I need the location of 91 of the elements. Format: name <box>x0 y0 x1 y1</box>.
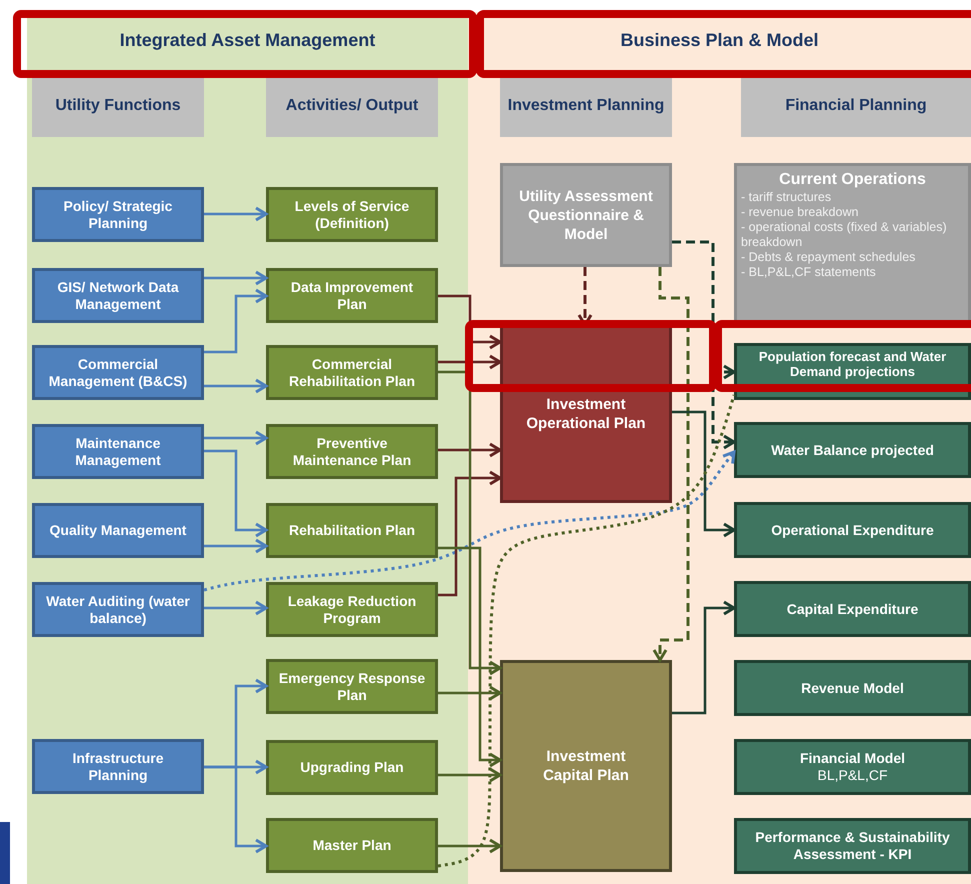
node-label: Rehabilitation Plan <box>288 522 416 539</box>
node-label: Upgrading Plan <box>299 759 405 776</box>
output-box <box>734 660 971 716</box>
assessment-box <box>500 163 672 267</box>
node-label: Infrastructure Planning <box>71 750 165 784</box>
dashed-arrow <box>652 267 690 662</box>
arrow <box>438 686 502 700</box>
node-label: Activities/ Output <box>284 96 420 116</box>
activity-box <box>266 187 438 242</box>
node-heading: Current Operations <box>778 170 927 190</box>
activity-box <box>266 424 438 479</box>
activity-box <box>266 345 438 400</box>
node-label: Policy/ Strategic Planning <box>62 198 174 232</box>
function-box <box>32 345 204 400</box>
function-box <box>32 187 204 242</box>
arrow <box>438 768 502 782</box>
activity-box <box>266 659 438 714</box>
node-label: Commercial Management (B&CS) <box>48 356 188 390</box>
panel-heading: Business Plan & Model <box>619 32 820 49</box>
column-header-box <box>266 75 438 137</box>
activity-box <box>266 740 438 795</box>
function-box <box>32 582 204 637</box>
bullet-item: - tariff structures <box>740 190 832 205</box>
plan-box <box>500 660 672 872</box>
node-label: Investment Planning <box>506 96 666 116</box>
node-label: Financial Model <box>798 750 906 767</box>
bullet-item: - operational costs (fixed & variables) breakdown <box>740 220 948 250</box>
arrow <box>438 546 502 768</box>
arrow <box>204 206 268 222</box>
output-box <box>734 502 971 558</box>
arrow <box>204 450 268 538</box>
arrow <box>204 288 268 354</box>
node-label: Preventive Maintenance Plan <box>292 434 412 468</box>
node-label: Levels of Service (Definition) <box>294 198 410 232</box>
node-label: Utility Assessment Questionnaire & Model <box>518 186 654 244</box>
arrow <box>204 766 268 854</box>
bullet-item: - BL,P&L,CF statements <box>740 265 877 280</box>
output-box <box>734 739 971 795</box>
node-label: Data Improvement Plan <box>290 278 414 312</box>
arrow <box>438 354 502 370</box>
node-label: Water Balance projected <box>770 442 935 458</box>
plan-box <box>500 325 672 503</box>
arrow <box>204 538 268 554</box>
arrow <box>204 378 268 394</box>
panel-heading: Integrated Asset Management <box>118 32 376 49</box>
activity-box <box>266 582 438 637</box>
arrow <box>438 370 502 676</box>
arrow <box>672 600 736 714</box>
node-label: Master Plan <box>312 837 392 854</box>
node-label: Operational Expenditure <box>770 522 935 538</box>
node-label: Financial Planning <box>784 96 928 116</box>
node-label: Performance & Sustainability Assessment - KPI <box>754 829 951 863</box>
arrow <box>438 838 502 854</box>
node-label: Population forecast and Water Demand projections <box>758 349 948 379</box>
arrow <box>204 430 268 446</box>
arrow <box>438 442 502 458</box>
node-label: Leakage Reduction Program <box>286 592 418 626</box>
arrow <box>204 270 268 286</box>
arrow <box>204 600 268 616</box>
function-box <box>32 268 204 323</box>
node-label: Investment Capital Plan <box>542 747 630 785</box>
node-label: Utility Functions <box>54 96 182 116</box>
function-box <box>32 503 204 558</box>
section-panel <box>468 12 971 884</box>
dotted-arrow <box>204 450 736 592</box>
node-label: Investment Operational Plan <box>525 395 647 433</box>
output-box <box>734 422 971 478</box>
arrow <box>438 470 502 596</box>
output-box <box>734 818 971 874</box>
column-header-box <box>741 75 971 137</box>
node-label: Commercial Rehabilitation Plan <box>288 356 416 390</box>
bullet-item: - revenue breakdown <box>740 205 860 220</box>
function-box <box>32 739 204 794</box>
dotted-line <box>438 394 736 868</box>
activity-box <box>266 268 438 323</box>
bullet-item: - Debts & repayment schedules <box>740 250 916 265</box>
column-header-box <box>32 75 204 137</box>
activity-box <box>266 503 438 558</box>
node-label: Water Auditing (water balance) <box>45 592 191 626</box>
node-subtitle: BL,P&L,CF <box>816 767 889 784</box>
node-label: Emergency Response Plan <box>278 670 426 704</box>
node-label: Revenue Model <box>800 680 905 696</box>
function-box <box>32 424 204 479</box>
arrow <box>672 410 736 538</box>
node-label: Quality Management <box>48 522 188 539</box>
node-label: GIS/ Network Data Management <box>56 278 180 312</box>
node-label: Capital Expenditure <box>786 600 920 618</box>
activity-box <box>266 818 438 873</box>
column-header-box <box>500 75 672 137</box>
node-label: Maintenance Management <box>74 434 162 468</box>
output-box <box>734 581 971 637</box>
